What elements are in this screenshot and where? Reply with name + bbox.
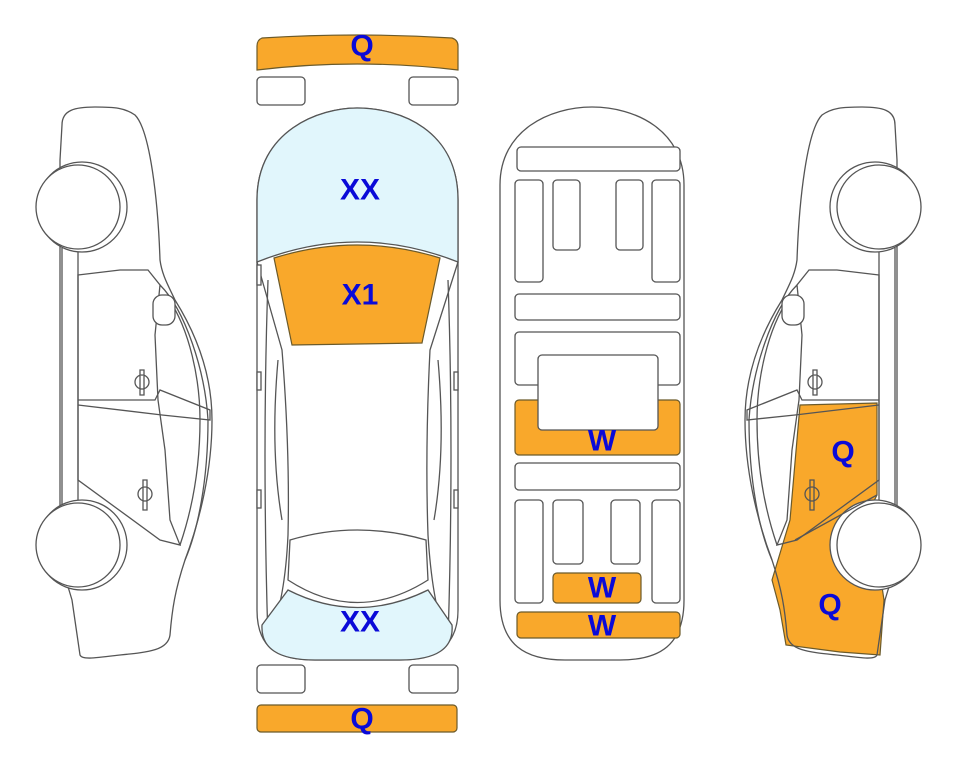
left-handle-rear (256, 489, 262, 509)
underbody-panel[interactable] (552, 179, 581, 251)
underbody-view: W W W (499, 106, 685, 661)
windshield-label: X1 (342, 279, 379, 312)
underbody-panel[interactable] (615, 179, 644, 251)
right-rear-quarter-label: Q (818, 589, 841, 622)
rear-glass-zone[interactable] (261, 589, 453, 661)
underbody-center-plate[interactable] (537, 354, 659, 431)
underbody-panel[interactable] (514, 179, 544, 283)
front-left-light[interactable] (256, 76, 306, 106)
front-bumper-label: Q (350, 30, 373, 63)
rear-right-light[interactable] (408, 664, 459, 694)
right-door-label: Q (831, 436, 854, 469)
underbody-rear-label: W (588, 610, 617, 643)
rear-bumper-zone[interactable] (256, 704, 458, 733)
underbody-panel[interactable] (514, 462, 681, 491)
underbody-rear-zone[interactable] (516, 611, 681, 639)
underbody-panel-front[interactable] (516, 146, 681, 172)
front-right-light[interactable] (408, 76, 459, 106)
left-side-view[interactable] (35, 106, 213, 659)
underbody-panel[interactable] (552, 499, 584, 565)
right-side-line (433, 279, 452, 641)
left-mirror (256, 264, 262, 286)
rear-left-light[interactable] (256, 664, 306, 694)
hood-label: XX (340, 174, 380, 207)
rear-glass-label: XX (340, 606, 380, 639)
underbody-panel[interactable] (514, 499, 544, 604)
top-view: Q XX X1 XX Q (256, 30, 459, 736)
hood-zone[interactable] (256, 107, 459, 263)
underbody-rear-small-zone[interactable] (552, 572, 642, 604)
underbody-panel[interactable] (651, 499, 681, 604)
right-handle-front (453, 371, 459, 391)
windshield-zone[interactable] (273, 244, 441, 346)
right-door-lower-edge (794, 494, 878, 541)
underbody-rear-small-label: W (588, 572, 617, 605)
underbody-panel[interactable] (651, 179, 681, 283)
underbody-center-label: W (588, 425, 617, 458)
right-side-view[interactable]: Q Q (744, 106, 922, 659)
right-handle-rear (453, 489, 459, 509)
front-bumper-zone[interactable] (256, 34, 459, 71)
rear-window (287, 529, 429, 604)
underbody-panel[interactable] (610, 499, 641, 565)
underbody-panel[interactable] (514, 293, 681, 321)
left-handle-front (256, 371, 262, 391)
left-side-line (264, 279, 283, 641)
rear-bumper-label: Q (350, 703, 373, 736)
